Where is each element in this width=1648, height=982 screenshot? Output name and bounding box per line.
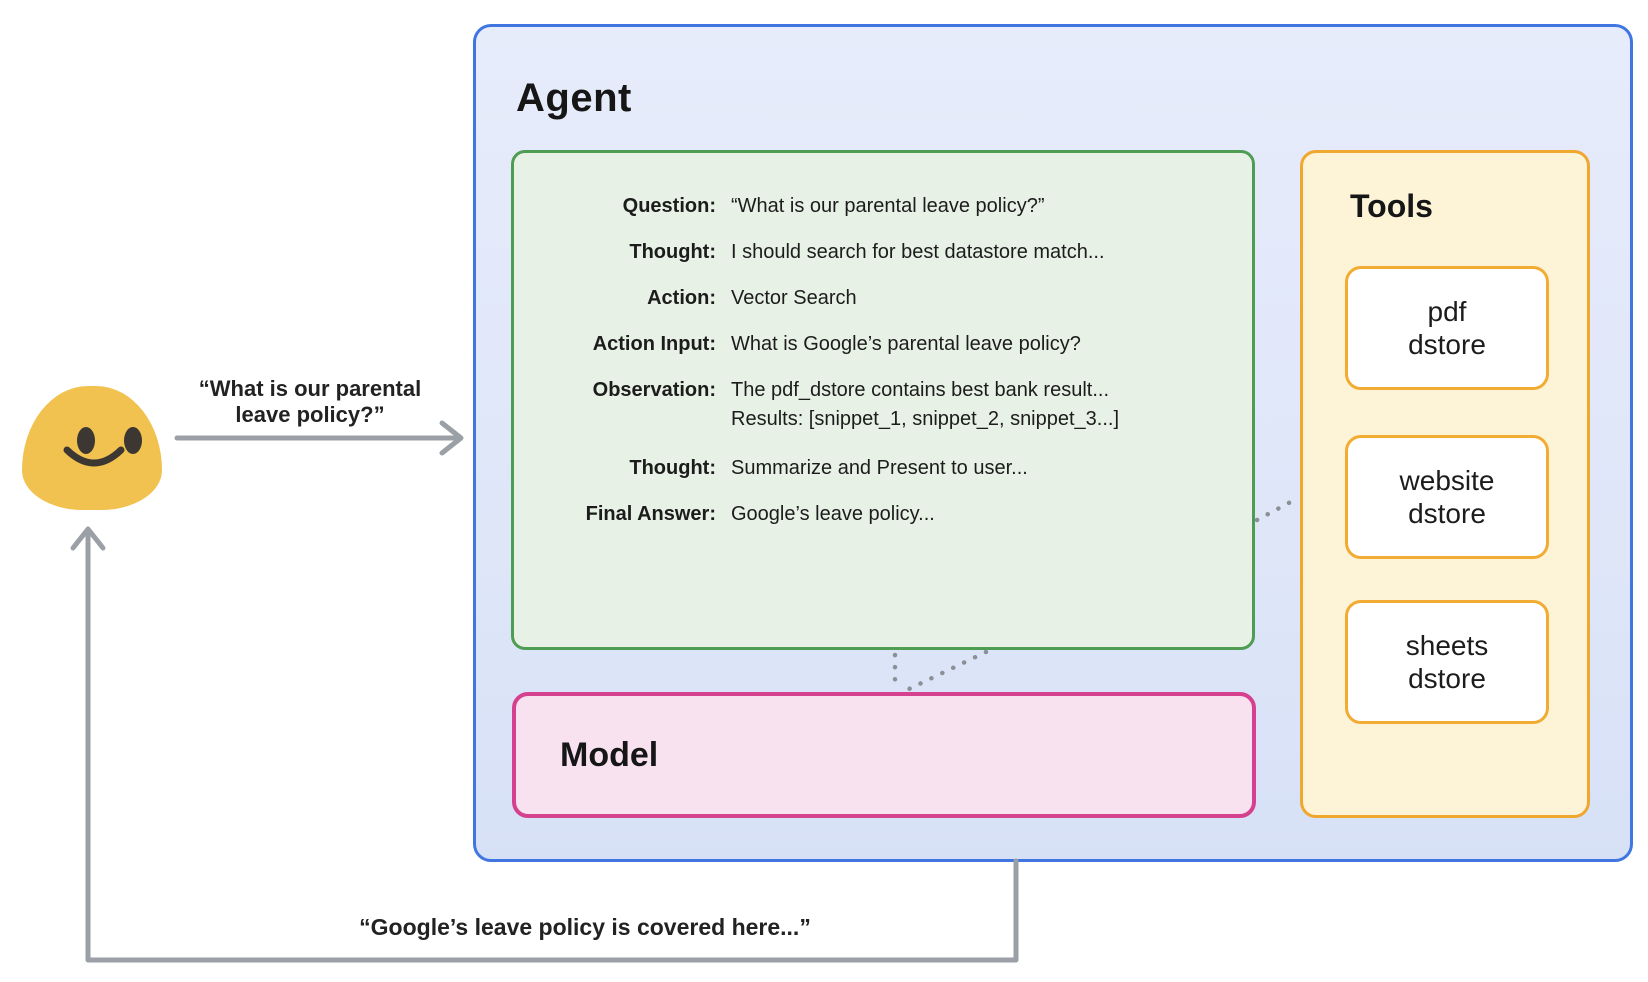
scratchpad-row: Observation: The pdf_dstore contains bes…	[514, 376, 1252, 434]
scratchpad-row: Thought: Summarize and Present to user..…	[514, 454, 1252, 483]
row-label: Observation:	[592, 379, 716, 401]
row-value: Summarize and Present to user...	[731, 457, 1028, 479]
tool-item-website-dstore: website dstore	[1345, 435, 1549, 559]
tool-label-line1: website	[1399, 465, 1495, 496]
row-label: Question:	[622, 195, 716, 217]
tools-title: Tools	[1350, 188, 1433, 224]
scratchpad-row: Final Answer: Google’s leave policy...	[514, 500, 1252, 529]
tool-item-pdf-dstore: pdf dstore	[1345, 266, 1549, 390]
row-label: Thought:	[629, 457, 716, 479]
scratchpad-row: Question: “What is our parental leave po…	[514, 192, 1252, 221]
row-value: I should search for best datastore match…	[731, 241, 1105, 263]
row-value: Google’s leave policy...	[731, 503, 935, 525]
row-value: “What is our parental leave policy?”	[731, 195, 1045, 217]
user-blob-emoji-icon	[22, 386, 162, 510]
request-line-2: leave policy?”	[235, 402, 385, 427]
row-value-line2: Results: [snippet_1, snippet_2, snippet_…	[731, 408, 1120, 430]
scratchpad-row: Action: Vector Search	[514, 284, 1252, 313]
row-value: The pdf_dstore contains best bank result…	[731, 376, 1119, 434]
row-value: Vector Search	[731, 287, 857, 309]
emoji-right-eye	[124, 427, 142, 454]
row-label: Action:	[647, 287, 716, 309]
row-label: Thought:	[629, 241, 716, 263]
tool-label-line2: dstore	[1408, 663, 1486, 694]
agent-response-text: “Google’s leave policy is covered here..…	[359, 914, 811, 940]
row-value-line1: The pdf_dstore contains best bank result…	[731, 379, 1109, 401]
scratchpad-row: Action Input: What is Google’s parental …	[514, 330, 1252, 359]
scratchpad-box: Question: “What is our parental leave po…	[511, 150, 1255, 650]
model-title: Model	[560, 735, 659, 774]
row-label: Action Input:	[592, 333, 716, 355]
tool-label-line1: pdf	[1427, 296, 1467, 327]
tools-box: Tools pdf dstore website dstore sheets d…	[1300, 150, 1590, 818]
tool-item-sheets-dstore: sheets dstore	[1345, 600, 1549, 724]
user-request-text: “What is our parental leave policy?”	[165, 376, 455, 428]
row-value: What is Google’s parental leave policy?	[731, 333, 1081, 355]
row-label: Final Answer:	[585, 503, 716, 525]
emoji-smile	[63, 446, 125, 467]
agent-title: Agent	[516, 76, 632, 120]
tool-label-line2: dstore	[1408, 498, 1486, 529]
scratchpad-row: Thought: I should search for best datast…	[514, 238, 1252, 267]
emoji-left-eye	[77, 427, 95, 454]
model-box: Model	[512, 692, 1256, 818]
request-line-1: “What is our parental	[198, 376, 422, 401]
tool-label-line1: sheets	[1405, 630, 1489, 661]
tool-label-line2: dstore	[1408, 329, 1486, 360]
